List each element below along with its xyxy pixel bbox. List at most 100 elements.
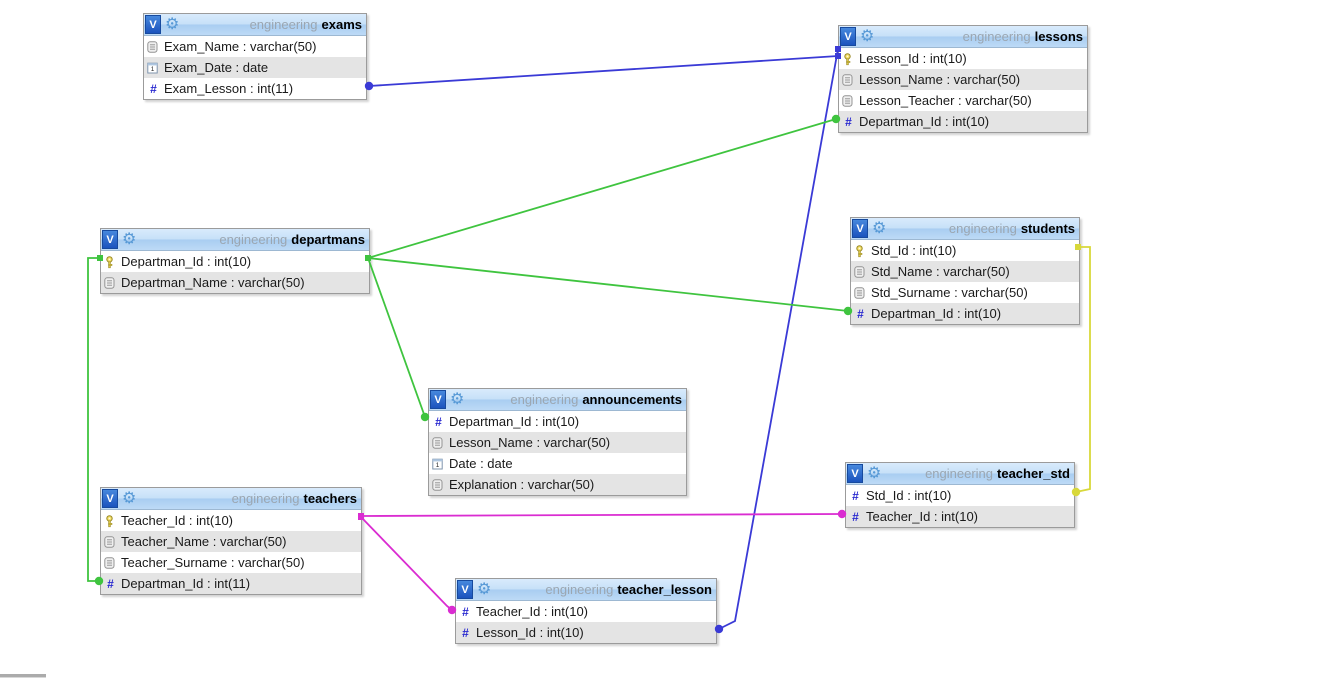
column-row-students-2[interactable]: Std_Surname : varchar(50) <box>851 282 1079 303</box>
table-name: teachers <box>303 491 357 506</box>
key-icon <box>854 244 867 257</box>
table-name: departmans <box>291 232 365 247</box>
column-row-teachers-0[interactable]: Teacher_Id : int(10) <box>101 510 361 531</box>
column-row-announcements-0[interactable]: #Departman_Id : int(10) <box>429 411 686 432</box>
gear-icon[interactable]: ⚙ <box>450 390 465 408</box>
column-label: Exam_Name : varchar(50) <box>164 39 317 54</box>
column-row-exams-2[interactable]: # Exam_Lesson : int(11) <box>144 78 366 99</box>
text-field-icon <box>854 286 867 299</box>
gear-icon[interactable]: ⚙ <box>477 580 492 598</box>
column-label: Lesson_Name : varchar(50) <box>859 72 1021 87</box>
column-label: Teacher_Surname : varchar(50) <box>121 555 305 570</box>
column-label: Explanation : varchar(50) <box>449 477 595 492</box>
gear-icon[interactable]: ⚙ <box>122 230 137 248</box>
column-row-teacher_lesson-1[interactable]: # Lesson_Id : int(10) <box>456 622 716 643</box>
column-row-teacher_std-0[interactable]: #Std_Id : int(10) <box>846 485 1074 506</box>
toggle-v-icon[interactable]: V <box>847 464 863 483</box>
column-label: Exam_Lesson : int(11) <box>164 81 294 96</box>
database-name: engineering <box>545 582 614 597</box>
column-row-teachers-3[interactable]: #Departman_Id : int(11) <box>101 573 361 594</box>
hash-icon: # <box>435 414 442 429</box>
text-field-icon <box>842 73 855 86</box>
column-label: Departman_Id : int(10) <box>121 254 252 269</box>
text-field-icon <box>147 40 160 53</box>
partial-panel-edge <box>0 674 46 678</box>
column-label: Lesson_Id : int(10) <box>476 625 584 640</box>
column-row-departmans-0[interactable]: Departman_Id : int(10) <box>101 251 369 272</box>
column-row-teacher_lesson-0[interactable]: #Teacher_Id : int(10) <box>456 601 716 622</box>
column-row-lessons-0[interactable]: Lesson_Id : int(10) <box>839 48 1087 69</box>
column-label: Lesson_Teacher : varchar(50) <box>859 93 1032 108</box>
hash-icon: # <box>845 114 852 129</box>
toggle-v-icon[interactable]: V <box>145 15 161 34</box>
column-row-teachers-2[interactable]: Teacher_Surname : varchar(50) <box>101 552 361 573</box>
hash-icon: # <box>150 81 157 96</box>
column-row-students-0[interactable]: Std_Id : int(10) <box>851 240 1079 261</box>
column-row-announcements-1[interactable]: Lesson_Name : varchar(50) <box>429 432 686 453</box>
database-name: engineering <box>231 491 300 506</box>
column-label: Departman_Id : int(10) <box>871 306 1002 321</box>
text-field-icon <box>842 94 855 107</box>
column-row-lessons-3[interactable]: #Departman_Id : int(10) <box>839 111 1087 132</box>
column-label: Std_Id : int(10) <box>871 243 957 258</box>
gear-icon[interactable]: ⚙ <box>867 464 882 482</box>
gear-icon[interactable]: ⚙ <box>122 489 137 507</box>
column-row-lessons-1[interactable]: Lesson_Name : varchar(50) <box>839 69 1087 90</box>
text-field-icon <box>854 265 867 278</box>
column-label: Departman_Id : int(11) <box>121 576 251 591</box>
toggle-v-icon[interactable]: V <box>102 230 118 249</box>
database-name: engineering <box>510 392 579 407</box>
table-name: lessons <box>1034 29 1083 44</box>
column-row-teacher_std-1[interactable]: #Teacher_Id : int(10) <box>846 506 1074 527</box>
column-row-departmans-1[interactable]: Departman_Name : varchar(50) <box>101 272 369 293</box>
column-row-students-3[interactable]: # Departman_Id : int(10) <box>851 303 1079 324</box>
text-field-icon <box>104 276 117 289</box>
toggle-v-icon[interactable]: V <box>457 580 473 599</box>
hash-icon: # <box>857 306 864 321</box>
text-field-icon <box>104 535 117 548</box>
column-row-lessons-2[interactable]: Lesson_Teacher : varchar(50) <box>839 90 1087 111</box>
column-label: Lesson_Id : int(10) <box>859 51 967 66</box>
toggle-v-icon[interactable]: V <box>102 489 118 508</box>
table-name: exams <box>321 17 362 32</box>
column-row-announcements-3[interactable]: Explanation : varchar(50) <box>429 474 686 495</box>
column-label: Std_Name : varchar(50) <box>871 264 1010 279</box>
column-row-exams-0[interactable]: Exam_Name : varchar(50) <box>144 36 366 57</box>
toggle-v-icon[interactable]: V <box>430 390 446 409</box>
toggle-v-icon[interactable]: V <box>840 27 856 46</box>
column-row-teachers-1[interactable]: Teacher_Name : varchar(50) <box>101 531 361 552</box>
toggle-v-icon[interactable]: V <box>852 219 868 238</box>
relation-teachers-teacher_std <box>358 509 847 519</box>
hash-icon: # <box>462 625 469 640</box>
gear-icon[interactable]: ⚙ <box>165 15 180 33</box>
gear-icon[interactable]: ⚙ <box>872 219 887 237</box>
table-name: announcements <box>582 392 682 407</box>
column-label: Teacher_Name : varchar(50) <box>121 534 287 549</box>
column-row-students-1[interactable]: Std_Name : varchar(50) <box>851 261 1079 282</box>
gear-icon[interactable]: ⚙ <box>860 27 875 45</box>
